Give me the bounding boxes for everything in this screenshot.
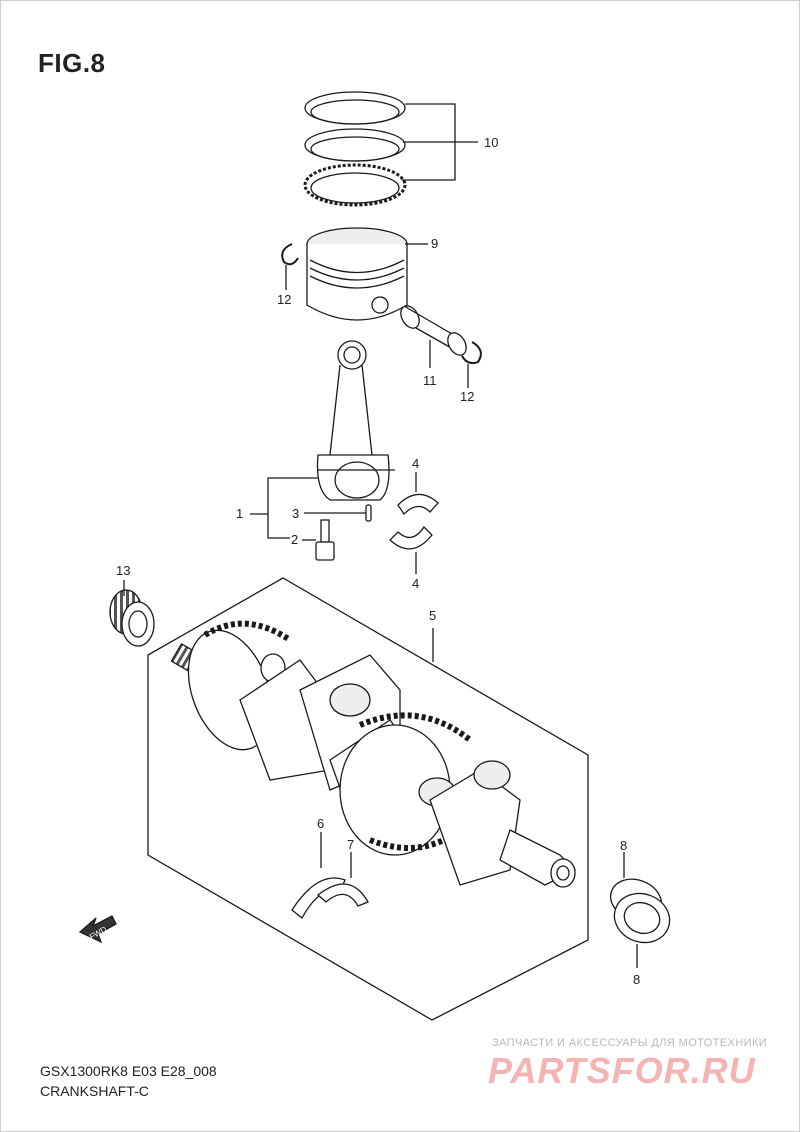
pin-boss <box>371 296 389 314</box>
piston-groove-1 <box>309 259 405 274</box>
callout-12-right: 12 <box>460 389 474 404</box>
piston-ring-set <box>303 91 478 207</box>
watermark-logo: PARTSFOR.RU <box>488 1050 756 1091</box>
watermark-tagline: ЗАПЧАСТИ И АКСЕССУАРЫ ДЛЯ МОТОТЕХНИКИ <box>492 1037 768 1049</box>
crankshaft-frame <box>147 577 589 1021</box>
rod-bolt <box>302 519 335 561</box>
callout-5: 5 <box>429 608 436 623</box>
piston-pin <box>400 305 467 368</box>
callout-10: 10 <box>484 135 498 150</box>
callout-8-lower: 8 <box>633 972 640 987</box>
piston-groove-2 <box>309 267 405 281</box>
connecting-rod <box>250 340 395 539</box>
needle-bearing <box>109 580 155 647</box>
oil-ring-spacer <box>303 163 407 207</box>
callout-4-upper: 4 <box>412 456 419 471</box>
circlip-left <box>281 243 299 266</box>
fwd-arrow-icon <box>78 915 117 944</box>
callout-1: 1 <box>236 506 243 521</box>
callout-2: 2 <box>291 532 298 547</box>
callout-13: 13 <box>116 563 130 578</box>
callout-4-lower: 4 <box>412 576 419 591</box>
piston-groove-3 <box>309 275 405 289</box>
callout-7: 7 <box>347 837 354 852</box>
main-bearing-upper <box>291 832 346 919</box>
rod-bearing-lower <box>389 525 433 574</box>
piston <box>306 227 428 321</box>
callout-3: 3 <box>292 506 299 521</box>
dowel-pin <box>365 504 372 522</box>
section-name: CRANKSHAFT-C <box>40 1083 149 1099</box>
callout-9: 9 <box>431 236 438 251</box>
leader-1 <box>267 477 318 539</box>
crankshaft <box>170 620 577 888</box>
callout-11: 11 <box>423 373 437 388</box>
callout-8-upper: 8 <box>620 838 627 853</box>
second-ring-inner <box>310 136 400 162</box>
rod-bearing-upper <box>397 472 439 516</box>
main-bearing-lower <box>316 852 369 907</box>
top-ring-inner <box>310 99 400 125</box>
callout-6: 6 <box>317 816 324 831</box>
thrust-bearing <box>609 852 671 968</box>
model-code: GSX1300RK8 E03 E28_008 <box>40 1063 217 1079</box>
figure-title: FIG.8 <box>38 48 106 78</box>
circlip-right <box>461 341 482 365</box>
callout-12-left: 12 <box>277 292 291 307</box>
oil-ring-inner <box>310 172 400 204</box>
